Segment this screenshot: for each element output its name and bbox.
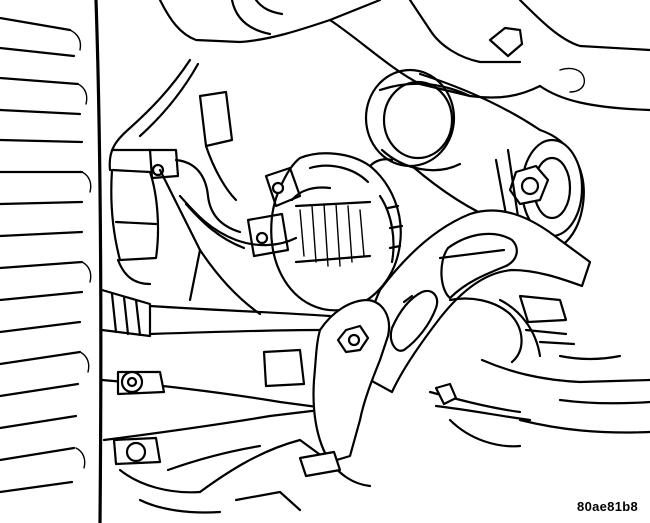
generator-mounting-bracket: [364, 209, 592, 394]
tire: [0, 0, 103, 523]
lower-control-arm: [100, 348, 342, 494]
lower-engine-components: [428, 294, 650, 448]
upper-pulley: [364, 68, 472, 172]
generator: [246, 152, 404, 312]
crossmember: [138, 438, 342, 514]
lower-mounting-bracket: [312, 298, 391, 488]
figure-code: 80ae81b8: [577, 499, 638, 514]
upper-body-panel: [158, 0, 650, 112]
axle-shaft: [100, 288, 332, 338]
strut-assembly: [110, 168, 262, 316]
wiring-harness: [108, 58, 298, 250]
